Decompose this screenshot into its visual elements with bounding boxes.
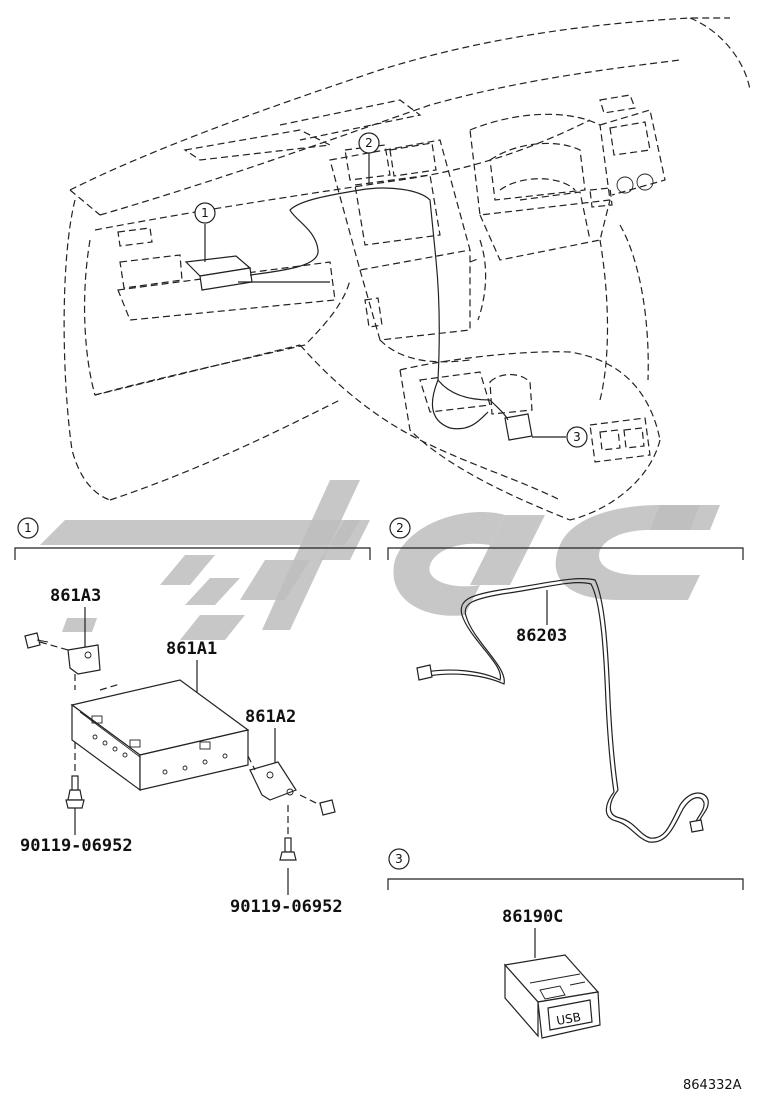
- dashboard-overview: 1 2 3: [63, 17, 751, 521]
- part-861A2-label: 861A2: [245, 707, 296, 727]
- callout-1-dashboard: [194, 202, 216, 224]
- diagram-code: 864332A: [683, 1078, 742, 1093]
- section-1-parts: 861A3 861A1 861A2 90119-06952 90119-0695…: [20, 586, 343, 917]
- watermark-logo: [40, 480, 720, 640]
- usb-port-label: USB: [555, 1010, 582, 1028]
- callout-3-label: 3: [573, 430, 581, 444]
- section-3-parts: 86190C USB: [502, 907, 601, 1039]
- part-86190C-label: 86190C: [502, 907, 563, 927]
- receiver-861A1: [70, 679, 250, 792]
- callout-3-dashboard: [566, 426, 588, 448]
- bolt-right: [279, 837, 297, 861]
- bolt-left: [65, 775, 85, 809]
- section-3-number: 3: [395, 852, 403, 866]
- section-1-number: 1: [24, 521, 32, 535]
- bolt-left-label: 90119-06952: [20, 836, 133, 856]
- bracket-861A2: [249, 761, 336, 840]
- section-1-header: 1: [14, 517, 371, 560]
- bracket-861A3: [24, 632, 101, 690]
- bolt-right-label: 90119-06952: [230, 897, 343, 917]
- callout-2-label: 2: [365, 136, 373, 150]
- part-861A3-label: 861A3: [50, 586, 101, 606]
- usb-cable-86203: [416, 578, 709, 843]
- section-2-header: 2: [387, 517, 744, 560]
- callout-1-label: 1: [201, 206, 209, 220]
- callout-2-dashboard: [358, 132, 380, 154]
- section-2-parts: 86203: [416, 578, 709, 843]
- usb-adapter-86190C: USB: [503, 954, 601, 1039]
- part-86203-label: 86203: [516, 626, 567, 646]
- part-861A1-label: 861A1: [166, 639, 217, 659]
- section-2-number: 2: [396, 521, 404, 535]
- section-3-header: 3: [387, 848, 744, 890]
